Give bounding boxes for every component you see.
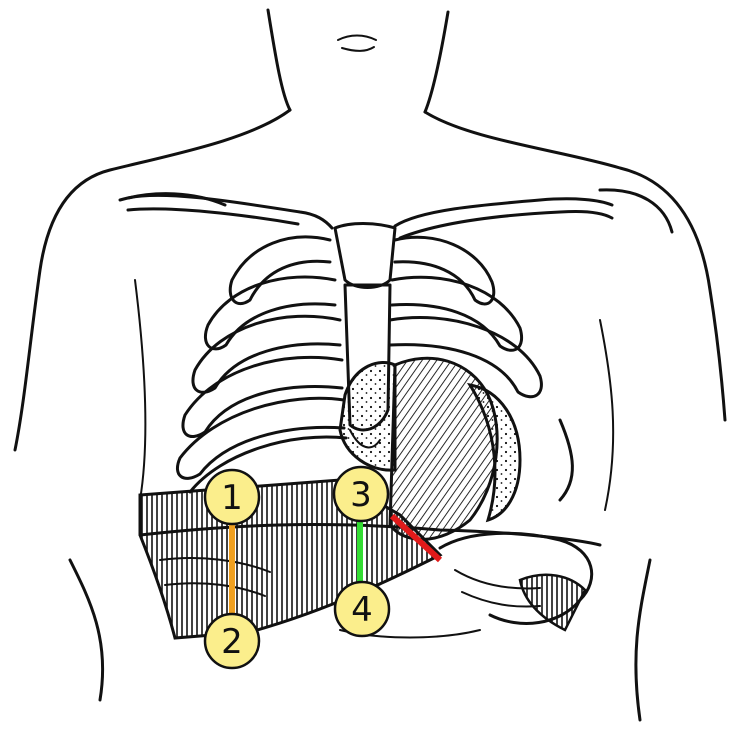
marker-4: 4 [335, 582, 389, 636]
marker-3-label: 3 [350, 475, 372, 515]
marker-1-label: 1 [221, 478, 243, 518]
ribs-left [177, 237, 346, 492]
clavicles [128, 195, 612, 238]
marker-1: 1 [205, 470, 259, 524]
marker-4-label: 4 [351, 590, 373, 630]
marker-3: 3 [334, 467, 388, 521]
marker-2-label: 2 [221, 622, 243, 662]
marker-2: 2 [205, 614, 259, 668]
